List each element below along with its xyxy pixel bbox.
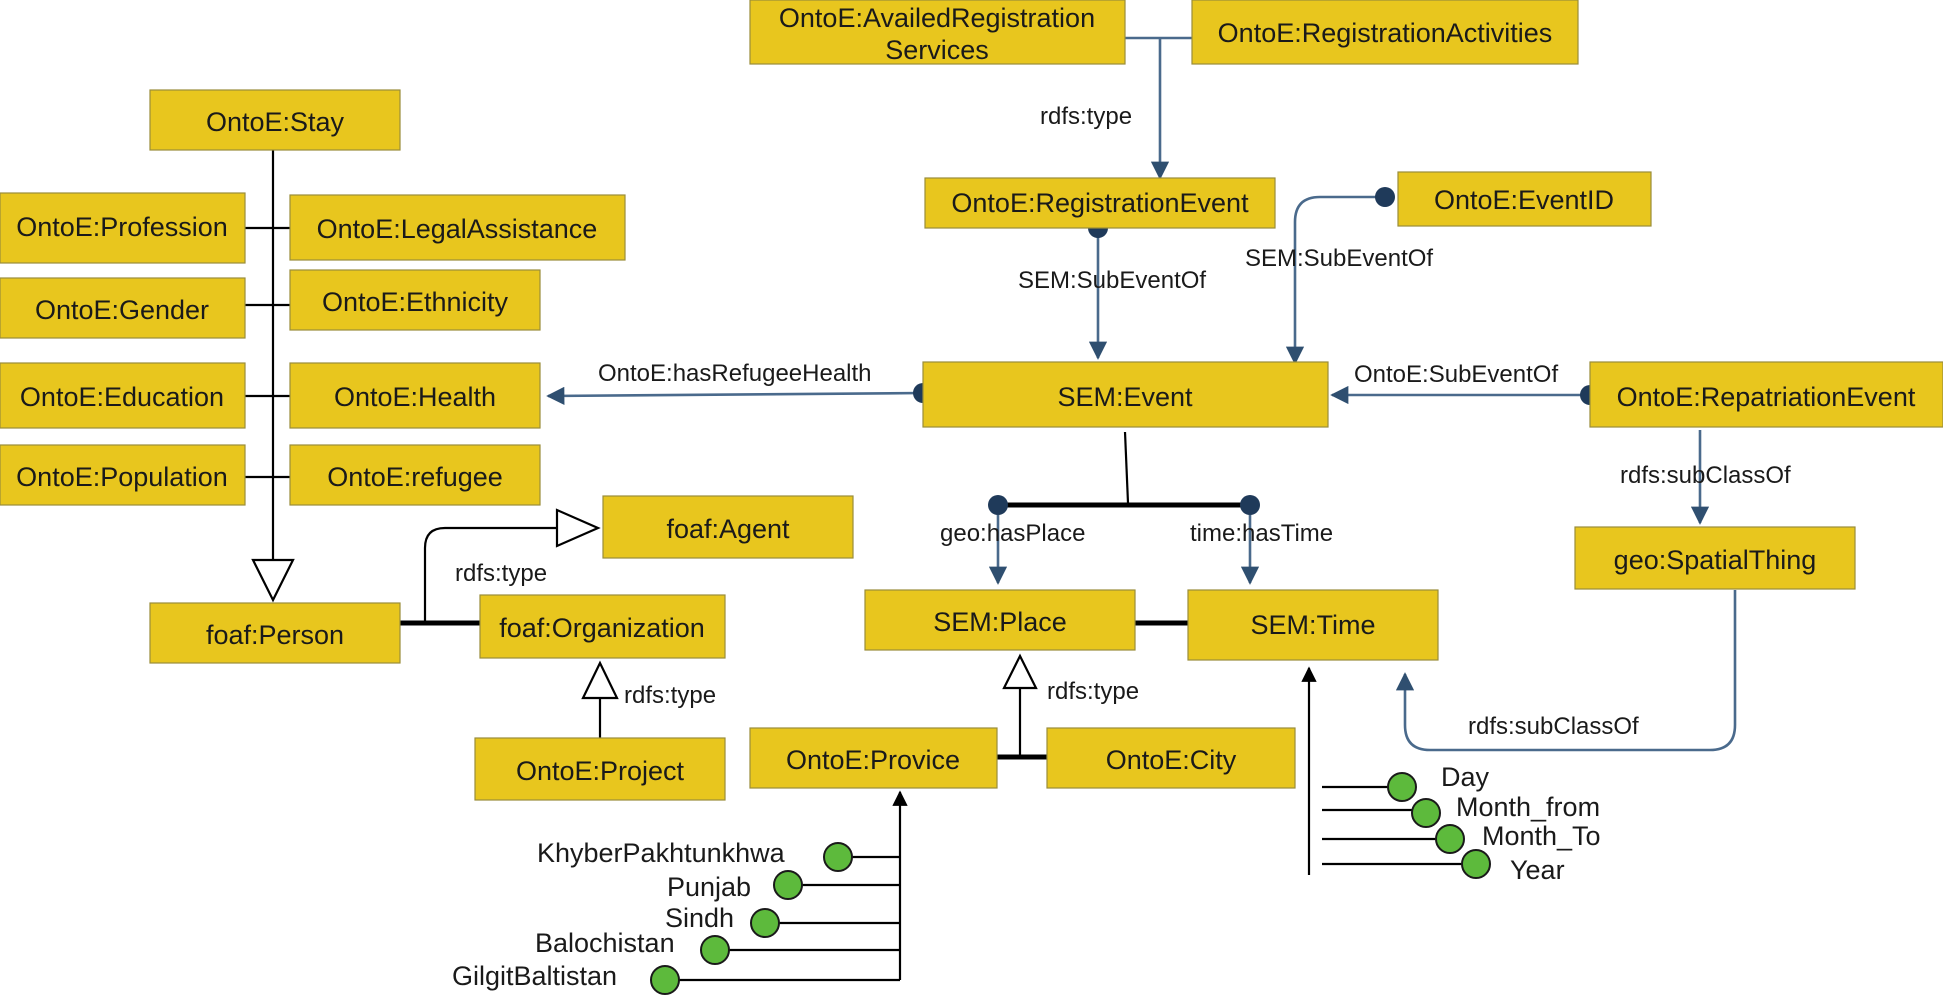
svg-text:OntoE:Project: OntoE:Project xyxy=(516,756,685,786)
node-repatriation-event[interactable]: OntoE:RepatriationEvent xyxy=(1589,361,1943,428)
svg-text:OntoE:RepatriationEvent: OntoE:RepatriationEvent xyxy=(1617,382,1916,412)
value-dot-balochistan xyxy=(700,935,730,965)
svg-text:OntoE:EventID: OntoE:EventID xyxy=(1434,185,1614,215)
edge-label-sub-event-of-2: SEM:SubEventOf xyxy=(1245,245,1433,272)
node-foaf-agent[interactable]: foaf:Agent xyxy=(602,495,854,559)
edge-label-geo-has-place: geo:hasPlace xyxy=(940,520,1085,547)
node-ethnicity[interactable]: OntoE:Ethnicity xyxy=(289,269,541,331)
node-sem-event[interactable]: SEM:Event xyxy=(922,361,1329,428)
province-values-spine xyxy=(665,790,908,982)
agent-inheritance-edge xyxy=(400,508,601,626)
node-registration-activities[interactable]: OntoE:RegistrationActivities xyxy=(1191,0,1579,65)
svg-text:OntoE:Ethnicity: OntoE:Ethnicity xyxy=(322,287,509,317)
edge-label-rdfs-type-2: rdfs:type xyxy=(455,560,547,587)
value-label-khyber: KhyberPakhtunkhwa xyxy=(537,838,786,868)
value-label-sindh: Sindh xyxy=(665,903,734,933)
node-spatial-thing[interactable]: geo:SpatialThing xyxy=(1574,526,1856,590)
value-label-balochistan: Balochistan xyxy=(535,928,675,958)
svg-text:OntoE:Stay: OntoE:Stay xyxy=(206,107,345,137)
node-foaf-organization[interactable]: foaf:Organization xyxy=(479,594,726,659)
edge-label-sub-event-of-1: SEM:SubEventOf xyxy=(1018,267,1206,294)
onto-subevent-edge xyxy=(1330,385,1600,405)
svg-text:SEM:Time: SEM:Time xyxy=(1250,610,1375,640)
value-dot-khyber xyxy=(823,842,853,872)
svg-text:OntoE:City: OntoE:City xyxy=(1106,745,1237,775)
svg-text:OntoE:Gender: OntoE:Gender xyxy=(35,295,209,325)
svg-text:foaf:Agent: foaf:Agent xyxy=(666,514,790,544)
node-population[interactable]: OntoE:Population xyxy=(0,444,246,506)
svg-text:OntoE:LegalAssistance: OntoE:LegalAssistance xyxy=(317,214,598,244)
province-values: KhyberPakhtunkhwa Punjab Sindh Balochist… xyxy=(452,838,853,995)
svg-text:OntoE:RegistrationEvent: OntoE:RegistrationEvent xyxy=(951,188,1249,218)
node-stay[interactable]: OntoE:Stay xyxy=(149,89,401,151)
eventid-subevent-edge xyxy=(1285,187,1395,365)
edge-label-rdfs-type-4: rdfs:type xyxy=(1047,678,1139,705)
node-refugee[interactable]: OntoE:refugee xyxy=(289,444,541,506)
svg-text:OntoE:Education: OntoE:Education xyxy=(20,382,224,412)
node-legal-assistance[interactable]: OntoE:LegalAssistance xyxy=(289,194,626,261)
value-dot-year xyxy=(1461,849,1491,879)
node-sem-time[interactable]: SEM:Time xyxy=(1187,589,1439,661)
svg-text:foaf:Organization: foaf:Organization xyxy=(499,613,705,643)
edge-label-rdfs-subclass-1: rdfs:subClassOf xyxy=(1620,462,1791,489)
edge-label-rdfs-type-1: rdfs:type xyxy=(1040,103,1132,130)
value-label-punjab: Punjab xyxy=(667,872,751,902)
value-dot-gilgit xyxy=(650,965,680,995)
value-label-gilgit: GilgitBaltistan xyxy=(452,961,617,991)
spatial-time-subclass-edge xyxy=(1395,590,1737,752)
value-dot-month-to xyxy=(1435,824,1465,854)
svg-text:OntoE:refugee: OntoE:refugee xyxy=(327,462,503,492)
node-city[interactable]: OntoE:City xyxy=(1046,727,1296,789)
node-sem-place[interactable]: SEM:Place xyxy=(864,589,1136,651)
svg-text:SEM:Event: SEM:Event xyxy=(1057,382,1193,412)
svg-text:OntoE:RegistrationActivities: OntoE:RegistrationActivities xyxy=(1218,18,1553,48)
node-event-id[interactable]: OntoE:EventID xyxy=(1397,171,1652,227)
value-label-year: Year xyxy=(1510,855,1565,885)
node-project[interactable]: OntoE:Project xyxy=(474,737,726,801)
time-values: Day Month_from Month_To Year xyxy=(1387,762,1601,885)
project-organization-edge xyxy=(581,660,619,738)
edge-label-has-refugee-health: OntoE:hasRefugeeHealth xyxy=(598,360,872,387)
svg-text:OntoE:Population: OntoE:Population xyxy=(16,462,228,492)
svg-text:foaf:Person: foaf:Person xyxy=(206,620,344,650)
value-dot-punjab xyxy=(773,870,803,900)
node-provice[interactable]: OntoE:Provice xyxy=(749,727,998,789)
value-label-day: Day xyxy=(1441,762,1490,792)
svg-text:Services: Services xyxy=(885,35,989,65)
edge-label-onto-sub-event-of: OntoE:SubEventOf xyxy=(1354,361,1558,388)
svg-text:OntoE:Health: OntoE:Health xyxy=(334,382,496,412)
edge-label-rdfs-subclass-2: rdfs:subClassOf xyxy=(1468,713,1639,740)
event-place-time-edges xyxy=(988,431,1260,585)
edge-label-rdfs-type-3: rdfs:type xyxy=(624,682,716,709)
value-dot-month-from xyxy=(1411,798,1441,828)
edge-label-time-has-time: time:hasTime xyxy=(1190,520,1333,547)
svg-text:OntoE:AvailedRegistration: OntoE:AvailedRegistration xyxy=(779,3,1095,33)
value-label-month-from: Month_from xyxy=(1456,792,1600,822)
node-foaf-person[interactable]: foaf:Person xyxy=(149,602,401,664)
svg-text:geo:SpatialThing: geo:SpatialThing xyxy=(1614,545,1817,575)
node-health[interactable]: OntoE:Health xyxy=(289,362,541,429)
value-dot-day xyxy=(1387,772,1417,802)
svg-text:OntoE:Profession: OntoE:Profession xyxy=(16,212,228,242)
node-education[interactable]: OntoE:Education xyxy=(0,362,246,429)
node-profession[interactable]: OntoE:Profession xyxy=(0,192,246,264)
value-label-month-to: Month_To xyxy=(1482,821,1601,851)
time-values-spine xyxy=(1301,666,1476,875)
node-gender[interactable]: OntoE:Gender xyxy=(0,277,246,339)
value-dot-sindh xyxy=(750,908,780,938)
svg-text:SEM:Place: SEM:Place xyxy=(933,607,1067,637)
svg-text:OntoE:Provice: OntoE:Provice xyxy=(786,745,960,775)
availed-activities-connector xyxy=(1125,36,1192,180)
node-registration-event[interactable]: OntoE:RegistrationEvent xyxy=(924,177,1276,229)
node-availed-registration-services[interactable]: OntoE:AvailedRegistration Services xyxy=(749,0,1126,65)
place-inheritance-edge xyxy=(997,653,1047,760)
